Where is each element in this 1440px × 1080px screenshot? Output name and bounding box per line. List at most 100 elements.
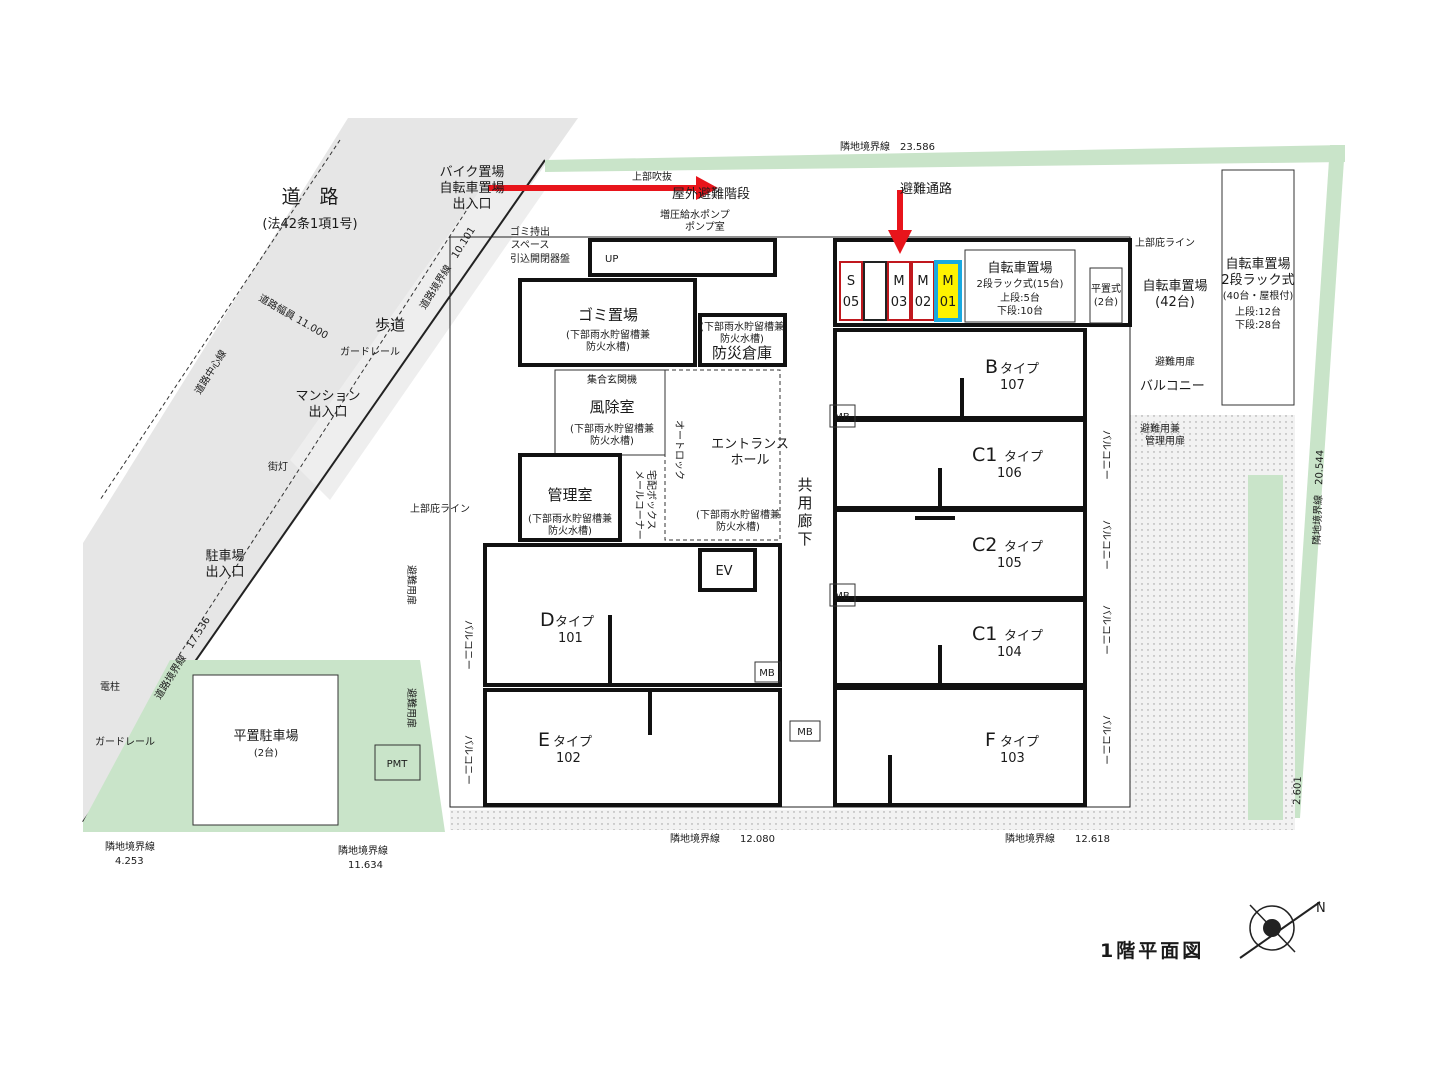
balcony-v: バルコニー bbox=[1100, 605, 1112, 655]
manager-room bbox=[518, 453, 622, 542]
unit-e-letter: E bbox=[538, 729, 550, 751]
trash-room bbox=[518, 278, 697, 367]
unit-f-number: 103 bbox=[1000, 751, 1025, 766]
gravel-bottom bbox=[450, 810, 1295, 830]
entrance-label-1: エントランス bbox=[711, 437, 789, 452]
bike-rack-2: 2段ラック式(15台) bbox=[977, 277, 1064, 290]
disaster-room-label: 防災倉庫 bbox=[712, 344, 772, 362]
bike40-5: 下段:28台 bbox=[1235, 318, 1281, 331]
mb-label: MB bbox=[834, 412, 850, 423]
slot-m03[interactable] bbox=[887, 261, 911, 321]
trash-out-2: スペース bbox=[511, 240, 550, 251]
slot-m03-letter: M bbox=[893, 274, 904, 289]
boundary-top: 隣地境界線 23.586 bbox=[840, 140, 935, 153]
unit-d-type: タイプ bbox=[555, 615, 594, 630]
manager-tank-2: 防火水槽) bbox=[548, 524, 592, 537]
slot-empty[interactable] bbox=[863, 261, 887, 321]
unit-c2-letter: C2 bbox=[972, 534, 997, 556]
arrow-right bbox=[488, 176, 718, 200]
guardrail-label-2: ガードレール bbox=[95, 736, 155, 748]
parking-entrance-2: 出入口 bbox=[205, 565, 244, 580]
evac-door-label: 避難用扉 bbox=[1155, 355, 1195, 368]
slot-m03-number: 03 bbox=[891, 295, 908, 310]
slot-s05-letter: S bbox=[847, 274, 855, 289]
green-strip-right bbox=[1285, 145, 1345, 818]
trash-room-label: ゴミ置場 bbox=[578, 306, 638, 324]
windbreak-label: 風除室 bbox=[589, 398, 634, 416]
bike42-2: (42台) bbox=[1155, 295, 1195, 310]
bike40-2: 2段ラック式 bbox=[1221, 273, 1294, 288]
unit-c2 bbox=[833, 508, 1087, 600]
corridor-4: 下 bbox=[797, 530, 812, 548]
stair-box bbox=[588, 238, 777, 277]
slot-s05[interactable] bbox=[839, 261, 863, 321]
entrance-label-2: ホール bbox=[730, 453, 769, 468]
car-parking-1: 平置駐車場 bbox=[233, 729, 298, 744]
balcony-v: バルコニー bbox=[462, 620, 474, 670]
unit-c1a-type: タイプ bbox=[1004, 450, 1043, 465]
boundary-bottom-left2: 隣地境界線 bbox=[338, 844, 388, 857]
slot-m02[interactable] bbox=[911, 261, 935, 321]
bike-parking-frame bbox=[833, 238, 1132, 327]
boundary-bottom-left1-val: 4.253 bbox=[115, 856, 144, 867]
flat-bike-2: (2台) bbox=[1094, 295, 1118, 308]
ev-label: EV bbox=[715, 564, 732, 579]
balcony-label: バルコニー bbox=[1140, 379, 1205, 394]
unit-c1a bbox=[833, 418, 1087, 510]
bike40-1: 自転車置場 bbox=[1225, 257, 1290, 272]
eaves-label-2: 上部庇ライン bbox=[1135, 236, 1195, 249]
mb-label: MB bbox=[759, 668, 775, 679]
entrance-hall bbox=[664, 369, 781, 541]
unit-d-letter: D bbox=[540, 609, 555, 631]
unit-c2-number: 105 bbox=[997, 556, 1022, 571]
unit-f-type: タイプ bbox=[1000, 735, 1039, 750]
autolock-label: オートロック bbox=[673, 420, 685, 480]
road-center-line bbox=[99, 139, 341, 501]
mb-label: MB bbox=[834, 591, 850, 602]
eaves-label: 上部庇ライン bbox=[410, 502, 470, 515]
bike-rack-4: 下段:10台 bbox=[997, 304, 1043, 317]
streetlight-label: 街灯 bbox=[268, 460, 288, 473]
manager-tank-1: (下部雨水貯留槽兼 bbox=[528, 512, 612, 525]
manager-label: 管理室 bbox=[547, 486, 592, 504]
bike40-3: (40台・屋根付) bbox=[1223, 289, 1294, 302]
balcony-v: バルコニー bbox=[1100, 520, 1112, 570]
car-parking-area bbox=[192, 674, 339, 826]
compass-n-label: N bbox=[1316, 901, 1326, 916]
slot-s05-number: 05 bbox=[843, 295, 860, 310]
disaster-tank-1: (下部雨水貯留槽兼 bbox=[700, 320, 784, 333]
evac-door-v: 避難用扉 bbox=[405, 688, 418, 728]
boundary-bottom-left2-val: 11.634 bbox=[348, 860, 383, 871]
bike42-1: 自転車置場 bbox=[1142, 279, 1207, 294]
unit-c1a-number: 106 bbox=[997, 466, 1022, 481]
pmt-label: PMT bbox=[387, 759, 409, 770]
upper-void-label: 上部吹抜 bbox=[632, 170, 672, 183]
slot-m01[interactable] bbox=[934, 260, 962, 322]
windbreak-tank-2: 防火水槽) bbox=[590, 434, 634, 447]
bike-rack-3: 上段:5台 bbox=[1000, 291, 1040, 304]
sidewalk-area bbox=[290, 190, 545, 500]
boundary-bottom-right: 隣地境界線 12.618 bbox=[1005, 832, 1110, 845]
unit-b-letter: B bbox=[985, 356, 998, 378]
unit-d bbox=[483, 543, 782, 687]
evac-mgmt-1: 避難用兼 bbox=[1140, 422, 1180, 435]
unit-c1b-number: 104 bbox=[997, 645, 1022, 660]
compass-icon bbox=[1239, 901, 1321, 959]
road-law: (法42条1項1号) bbox=[262, 216, 357, 232]
bike-entrance-3: 出入口 bbox=[452, 197, 491, 212]
boundary-right-small: 2.601 bbox=[1292, 776, 1304, 805]
parking-entrance-1: 駐車場 bbox=[205, 549, 244, 564]
boundary-bottom-mid: 隣地境界線 12.080 bbox=[670, 832, 775, 845]
plan-title: 1階平面図 bbox=[1100, 940, 1204, 962]
unit-e bbox=[483, 688, 782, 807]
unit-f-letter: F bbox=[985, 729, 996, 751]
slot-m01-number: 01 bbox=[940, 295, 957, 310]
balcony-v: バルコニー bbox=[1100, 715, 1112, 765]
unit-d-number: 101 bbox=[558, 631, 583, 646]
slot-m02-letter: M bbox=[917, 274, 928, 289]
corridor-2: 用 bbox=[797, 494, 812, 512]
building-outline bbox=[449, 236, 1131, 808]
car-parking-2: (2台) bbox=[254, 746, 278, 759]
corridor-3: 廊 bbox=[797, 512, 812, 530]
